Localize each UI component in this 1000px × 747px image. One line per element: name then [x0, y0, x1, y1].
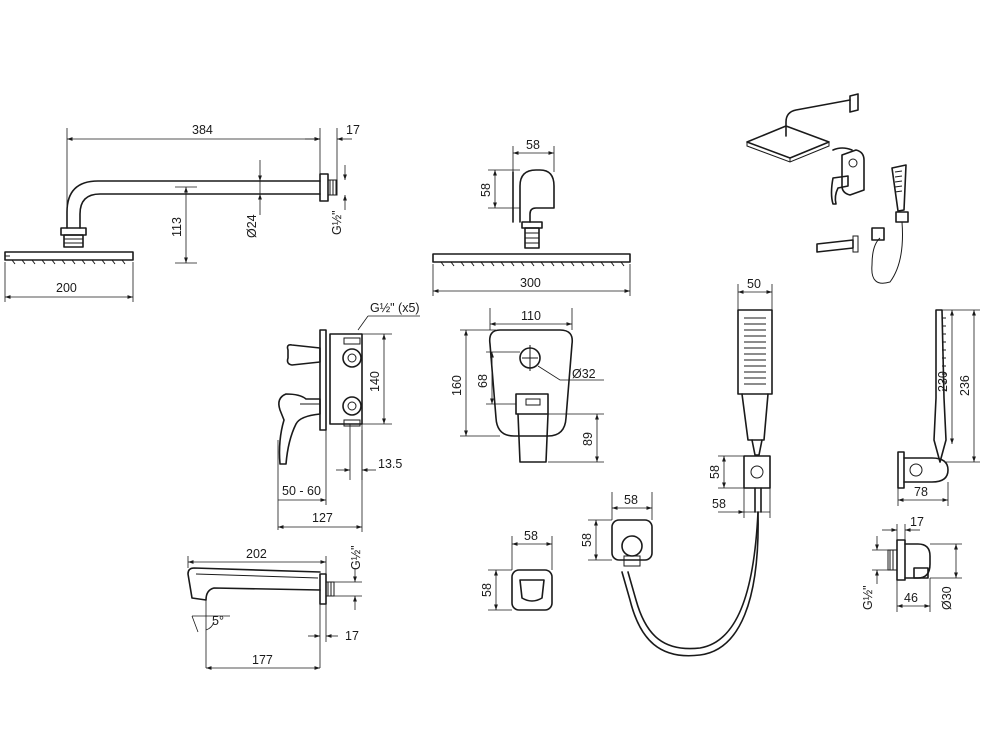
dim-110: 110 [521, 309, 541, 323]
wall-elbow-drawing: 17 G½" 46 Ø30 [861, 515, 962, 612]
dim-177: 177 [252, 653, 273, 667]
dim-58-head-top: 58 [526, 138, 540, 152]
dim-300: 300 [520, 276, 541, 290]
dim-202: 202 [246, 547, 267, 561]
dim-160: 160 [450, 375, 464, 396]
dim-17-arm: 17 [346, 123, 360, 137]
dim-d30: Ø30 [940, 586, 954, 610]
dim-58-cover-side: 58 [480, 583, 494, 597]
dim-17-elbow: 17 [910, 515, 924, 529]
dim-58-outlet-side: 58 [580, 533, 594, 547]
dim-50-60: 50 - 60 [282, 484, 321, 498]
dim-d24: Ø24 [245, 214, 259, 238]
dim-d32: Ø32 [572, 367, 596, 381]
dim-140: 140 [368, 371, 382, 392]
dim-g12-arm: G½" [330, 210, 344, 235]
dim-230: 230 [936, 371, 950, 392]
dim-236: 236 [958, 375, 972, 396]
square-head-drawing: 58 58 300 [432, 138, 631, 296]
dim-200: 200 [56, 281, 77, 295]
cover-plate-drawing: 58 58 [480, 529, 553, 611]
dim-78: 78 [914, 485, 928, 499]
dim-5-deg: 5° [212, 614, 224, 628]
dim-g12-elbow: G½" [861, 585, 875, 610]
set-overview-icon [746, 93, 909, 284]
dim-g12-x5: G½" (x5) [370, 301, 420, 315]
hand-shower-drawing: 50 58 58 [621, 277, 773, 657]
dim-89: 89 [581, 432, 595, 446]
dim-58-head-side: 58 [479, 183, 493, 197]
dim-50: 50 [747, 277, 761, 291]
dim-17-spout: 17 [345, 629, 359, 643]
dim-127: 127 [312, 511, 333, 525]
dim-384: 384 [192, 123, 213, 137]
wall-outlet-drawing: 58 58 [580, 492, 653, 567]
spout-drawing: 202 G½" 5° 17 177 [187, 545, 363, 670]
valve-body-drawing: G½" (x5) 140 13.5 50 - 60 127 [277, 301, 420, 532]
dim-13-5: 13.5 [378, 457, 402, 471]
handshower-bracket-drawing: 230 236 78 [897, 309, 980, 506]
dim-g12-spout: G½" [349, 545, 363, 570]
dim-113: 113 [170, 217, 184, 237]
dim-46: 46 [904, 591, 918, 605]
dim-58-outlet-top: 58 [624, 493, 638, 507]
dim-58-bracket-side: 58 [708, 465, 722, 479]
dim-58-cover-top: 58 [524, 529, 538, 543]
mixer-plate-drawing: 110 160 68 Ø32 89 [450, 308, 604, 463]
dim-58-bracket-bottom: 58 [712, 497, 726, 511]
wall-arm-shower-drawing: 384 17 113 Ø24 G½" 200 [4, 123, 360, 302]
dim-68: 68 [476, 374, 490, 388]
